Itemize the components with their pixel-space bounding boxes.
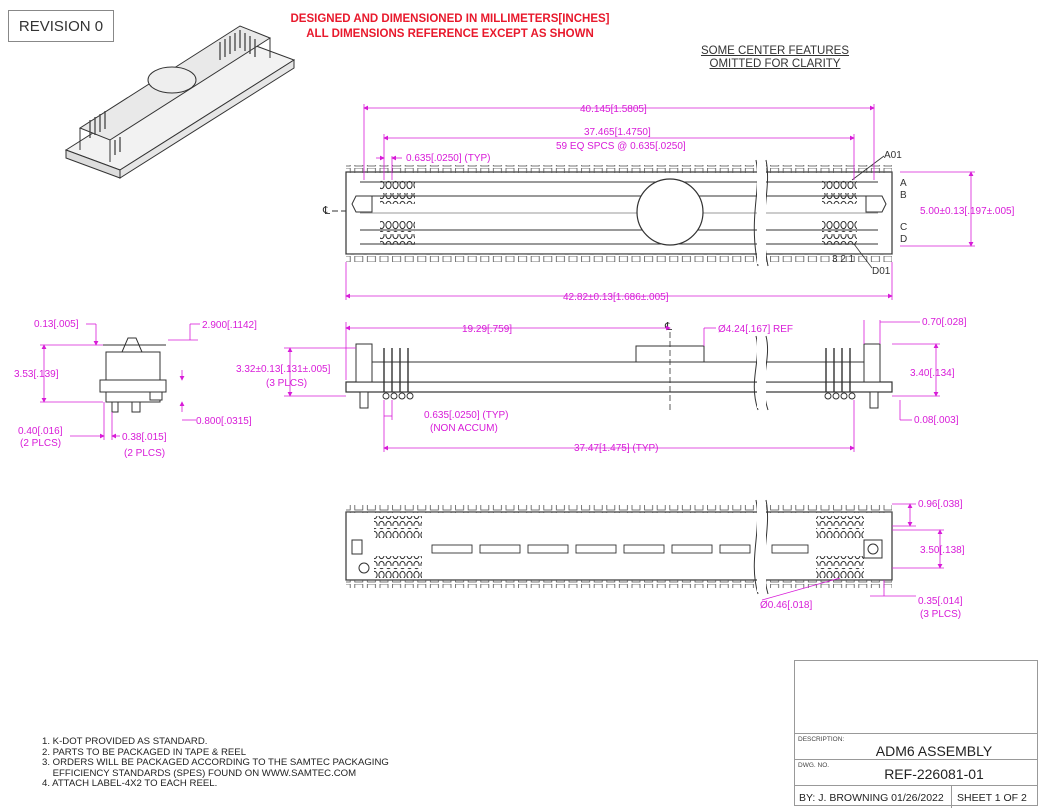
label-d01: D01 (872, 266, 891, 277)
dim-side-pitch: 0.635[.0250] (TYP) (424, 410, 509, 421)
dim-end-tail-b: 0.38[.015] (122, 432, 167, 443)
dim-bottom-edge: 0.35[.014] (918, 596, 963, 607)
title-block-dwg-row: DWG. NO. REF-226081-01 (795, 759, 1037, 785)
dim-top-width: 5.00±0.13[.197±.005] (920, 206, 1015, 217)
description-value: ADM6 ASSEMBLY (875, 743, 993, 759)
label-a01: A01 (884, 150, 902, 161)
side-centerline-symbol: ℄ (664, 321, 672, 333)
row-label-a: A (900, 178, 907, 189)
header-line-1: DESIGNED AND DIMENSIONED IN MILLIMETERS[… (290, 13, 610, 25)
column-labels: 3 2 1 (832, 254, 855, 265)
row-label-c: C (900, 222, 907, 233)
note-2: 2. PARTS TO BE PACKAGED IN TAPE & REEL (42, 746, 247, 758)
header-line-2: ALL DIMENSIONS REFERENCE EXCEPT AS SHOWN (306, 28, 594, 40)
dim-side-body-h: 3.32±0.13[.131±.005] (236, 364, 331, 375)
title-block-by-row: BY: J. BROWNING 01/26/2022 SHEET 1 OF 2 (795, 785, 1037, 808)
center-note-line-1: SOME CENTER FEATURES (700, 45, 850, 57)
dim-end-tail-a-note: (2 PLCS) (20, 438, 61, 449)
header-note: DESIGNED AND DIMENSIONED IN MILLIMETERS[… (250, 12, 650, 42)
dim-side-post-w: 0.70[.028] (922, 317, 967, 328)
dim-side-center: 19.29[.759] (462, 324, 512, 335)
dim-side-cap-dia: Ø4.24[.167] REF (718, 324, 793, 335)
row-label-b: B (900, 190, 907, 201)
dwg-number: REF-226081-01 (884, 766, 984, 782)
title-block-description-row: DESCRIPTION: ADM6 ASSEMBLY (795, 733, 1037, 759)
title-block: DESCRIPTION: ADM6 ASSEMBLY DWG. NO. REF-… (794, 660, 1038, 808)
dim-bottom-hole: Ø0.46[.018] (760, 600, 812, 611)
dim-body-length: 42.82±0.13[1.686±.005] (563, 292, 669, 303)
end-view: 0.13[.005] 2.900[.1142] 3.53[.139] 0.800… (14, 319, 257, 459)
isometric-view (64, 25, 296, 179)
pick-cap-top (636, 178, 704, 246)
dim-side-body-h-note: (3 PLCS) (266, 378, 307, 389)
revision-box: REVISION 0 (8, 10, 114, 42)
dim-side-overall-h: 3.40[.134] (910, 368, 955, 379)
dim-end-top: 0.13[.005] (34, 319, 79, 330)
dim-end-height: 3.53[.139] (14, 369, 59, 380)
note-1: 1. K-DOT PROVIDED AS STANDARD. (42, 736, 208, 747)
dim-bottom-width: 3.50[.138] (920, 545, 965, 556)
note-3: 3. ORDERS WILL BE PACKAGED ACCORDING TO … (42, 757, 389, 769)
center-features-note: SOME CENTER FEATURES OMITTED FOR CLARITY (690, 45, 860, 71)
drawing-notes: 1. K-DOT PROVIDED AS STANDARD. 2. PARTS … (42, 736, 389, 790)
note-3-cont: EFFICIENCY STANDARDS (SPES) FOUND ON WWW… (42, 767, 357, 779)
dwg-label: DWG. NO. (798, 762, 830, 769)
dim-end-cap: 2.900[.1142] (202, 320, 257, 331)
side-view: ℄ 19.29[.759] Ø4.24[.167] REF 3.32±0.1 (236, 317, 967, 454)
pick-cap-iso (147, 66, 197, 94)
revision-label: REVISION 0 (18, 17, 104, 35)
bottom-view: 0.96[.038] 3.50[.138] Ø0.46[.018] 0.35[.… (345, 499, 965, 620)
top-view: ℄ A B C D 3 2 1 A01 D01 40.145[ (322, 104, 1015, 303)
dim-pin-span-note: 59 EQ SPCS @ 0.635[.0250] (556, 141, 686, 152)
dim-top-pitch: 0.635[.0250] (TYP) (406, 153, 491, 164)
dim-side-span: 37.47[1.475] (TYP) (574, 443, 659, 454)
top-centerline-symbol: ℄ (322, 205, 330, 217)
dim-overall-outer: 40.145[1.5805] (580, 104, 647, 115)
dim-end-tail-a: 0.40[.016] (18, 426, 63, 437)
center-note-line-2: OMITTED FOR CLARITY (709, 58, 841, 70)
dim-bottom-gap: 0.96[.038] (918, 499, 963, 510)
dim-bottom-edge-note: (3 PLCS) (920, 609, 961, 620)
note-4: 4. ATTACH LABEL-4X2 TO EACH REEL. (42, 778, 218, 790)
drawn-by: BY: J. BROWNING 01/26/2022 (799, 792, 944, 804)
row-label-d: D (900, 234, 907, 245)
dim-side-standoff: 0.08[.003] (914, 415, 959, 426)
description-label: DESCRIPTION: (798, 736, 845, 743)
dim-end-post: 0.800[.0315] (196, 416, 252, 427)
dim-end-tail-b-note: (2 PLCS) (124, 448, 165, 459)
sheet-number: SHEET 1 OF 2 (957, 792, 1027, 804)
dim-pin-span: 37.465[1.4750] (584, 127, 651, 138)
dim-side-pitch-note: (NON ACCUM) (430, 423, 498, 434)
